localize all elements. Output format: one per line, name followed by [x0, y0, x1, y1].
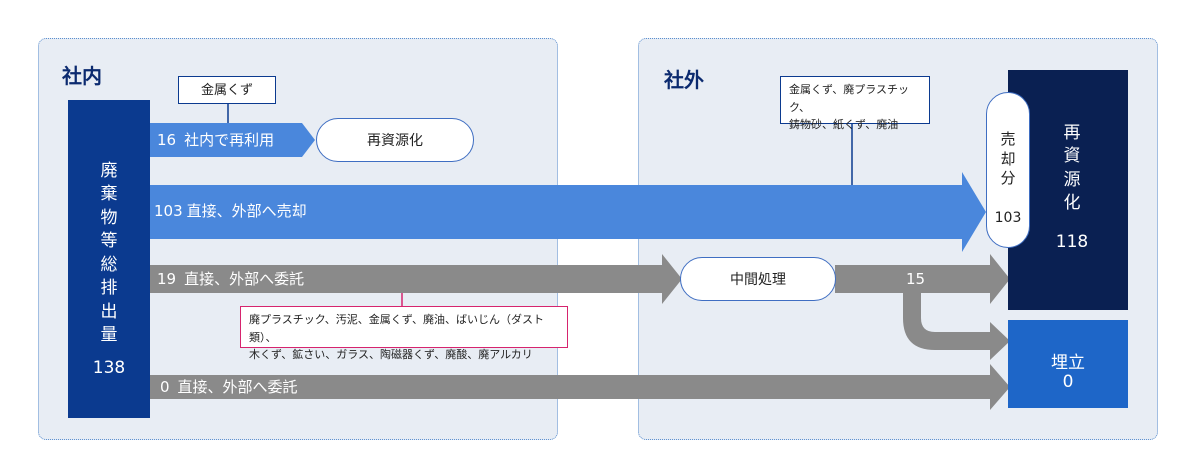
- sale-portion-label: 売 却 分: [1000, 130, 1016, 187]
- external-recycle-label: 再 資 源 化: [1063, 123, 1081, 214]
- sale-portion-value: 103: [994, 210, 1022, 226]
- reuse-arrow: [150, 123, 315, 157]
- sale-arrow: [150, 172, 986, 252]
- sale-portion-pill: [986, 92, 1030, 248]
- consign-arrow: [150, 254, 682, 304]
- landfill-value: 0: [1062, 372, 1074, 392]
- landfill-box: [1008, 320, 1128, 408]
- zero-consign-arrow: [150, 364, 1010, 410]
- external-recycle-value: 118: [1055, 232, 1089, 252]
- total-emission-value: 138: [92, 358, 126, 378]
- total-emission-box: [68, 100, 150, 418]
- internal-title: 社内: [62, 64, 102, 88]
- intermediate-to-recycle-arrow: [835, 254, 1010, 304]
- landfill-label: 埋立: [1051, 353, 1085, 373]
- consign-waste-note: 廃プラスチック、汚泥、金属くず、廃油、ばいじん（ダスト類）、 木くず、鉱さい、ガ…: [240, 306, 568, 361]
- sale-waste-note: 金属くず、廃プラスチック、 鋳物砂、紙くず、廃油: [780, 76, 930, 131]
- intermediate-treatment-box: 中間処理: [680, 257, 836, 301]
- external-title: 社外: [664, 68, 704, 92]
- internal-recycle-box: 再資源化: [316, 118, 474, 162]
- metal-note: 金属くず: [178, 76, 276, 104]
- intermediate-output-value: 15: [906, 270, 926, 288]
- total-emission-label: 廃 棄 物 等 総 排 出 量: [100, 161, 118, 346]
